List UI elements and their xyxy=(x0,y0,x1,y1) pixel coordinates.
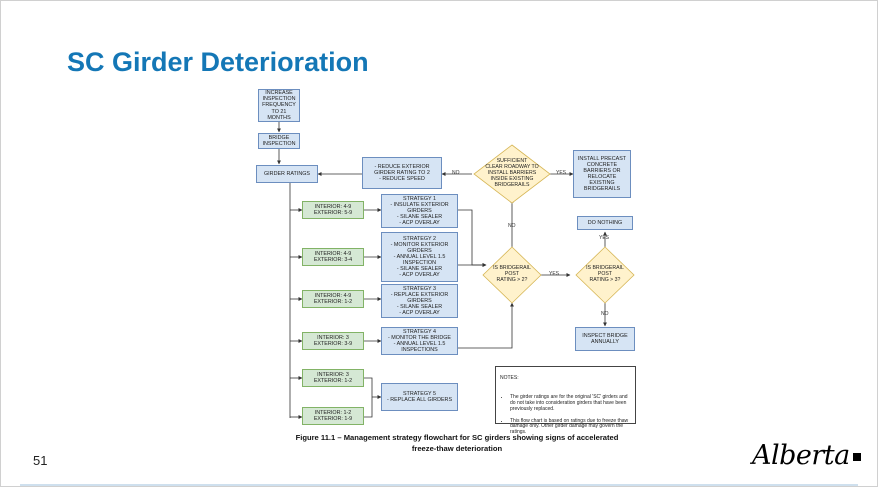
diamond-post-rating-2 xyxy=(482,246,542,304)
notes-heading: NOTES: xyxy=(500,374,519,381)
notes-list: The girder ratings are for the original … xyxy=(500,390,631,441)
edge-s1-post2 xyxy=(458,209,487,267)
slide-number: 51 xyxy=(33,453,48,468)
flowchart: INCREASE INSPECTION FREQUENCY TO 21 MONT… xyxy=(250,85,650,435)
node-girder-ratings: GIRDER RATINGS xyxy=(256,165,318,183)
flowchart-connectors xyxy=(277,122,635,419)
node-reduce-rating: - REDUCE EXTERIOR GIRDER RATING TO 2 - R… xyxy=(362,157,442,189)
node-increase-inspection: INCREASE INSPECTION FREQUENCY TO 21 MONT… xyxy=(258,89,300,122)
edge-label-no-post3: NO xyxy=(601,311,609,317)
node-strategy-2: STRATEGY 2 - MONITOR EXTERIOR GIRDERS - … xyxy=(381,232,458,282)
figure-caption: Figure 11.1 – Management strategy flowch… xyxy=(295,433,619,454)
node-rating-1: INTERIOR: 4-9 EXTERIOR: 5-9 xyxy=(302,201,364,219)
logo-mark-icon xyxy=(852,452,861,461)
edge-label-yes-post3: YES xyxy=(599,235,610,241)
label-post-rating-3: IS BRIDGERAIL POST RATING > 3? xyxy=(586,265,624,283)
bottom-rule xyxy=(20,484,858,486)
node-do-nothing: DO NOTHING xyxy=(577,216,633,230)
edge-r5r6-s5 xyxy=(364,377,373,418)
notes-item: This flow chart is based on ratings due … xyxy=(510,418,631,436)
node-rating-2: INTERIOR: 4-9 EXTERIOR: 3-4 xyxy=(302,248,364,266)
edge-label-yes-post2: YES xyxy=(549,271,560,277)
node-strategy-5: STRATEGY 5 - REPLACE ALL GIRDERS xyxy=(381,383,458,411)
diamond-post-rating-3 xyxy=(575,246,635,304)
edge-label-no-post2: NO xyxy=(508,223,516,229)
node-strategy-1: STRATEGY 1 - INSULATE EXTERIOR GIRDERS -… xyxy=(381,194,458,228)
label-post-rating-2: IS BRIDGERAIL POST RATING > 2? xyxy=(493,265,531,283)
node-install-precast: INSTALL PRECAST CONCRETE BARRIERS OR REL… xyxy=(573,150,631,198)
edge-s4-post2 xyxy=(492,302,514,349)
edge-label-no-sufficient: NO xyxy=(452,170,460,176)
notes-box: NOTES: The girder ratings are for the or… xyxy=(495,366,636,435)
alberta-logo: Alberta xyxy=(752,440,861,471)
edge-label-yes-sufficient: YES xyxy=(556,170,567,176)
node-rating-4: INTERIOR: 3 EXTERIOR: 3-9 xyxy=(302,332,364,350)
node-rating-6: INTERIOR: 1-2 EXTERIOR: 1-9 xyxy=(302,407,364,425)
diamond-sufficient-roadway xyxy=(473,144,551,204)
slide-title: SC Girder Deterioration xyxy=(67,47,369,77)
label-sufficient-roadway: SUFFICIENT CLEAR ROADWAY TO INSTALL BARR… xyxy=(485,158,539,188)
node-strategy-3: STRATEGY 3 - REPLACE EXTERIOR GIRDERS - … xyxy=(381,284,458,318)
node-rating-3: INTERIOR: 4-9 EXTERIOR: 1-2 xyxy=(302,290,364,308)
notes-item: The girder ratings are for the original … xyxy=(510,395,631,412)
node-strategy-4: STRATEGY 4 - MONITOR THE BRIDGE - ANNUAL… xyxy=(381,327,458,355)
node-bridge-inspection: BRIDGE INSPECTION xyxy=(258,133,300,149)
alberta-logo-text: Alberta xyxy=(752,440,850,471)
node-rating-5: INTERIOR: 3 EXTERIOR: 1-2 xyxy=(302,369,364,387)
node-inspect-annually: INSPECT BRIDGE ANNUALLY xyxy=(575,327,635,351)
